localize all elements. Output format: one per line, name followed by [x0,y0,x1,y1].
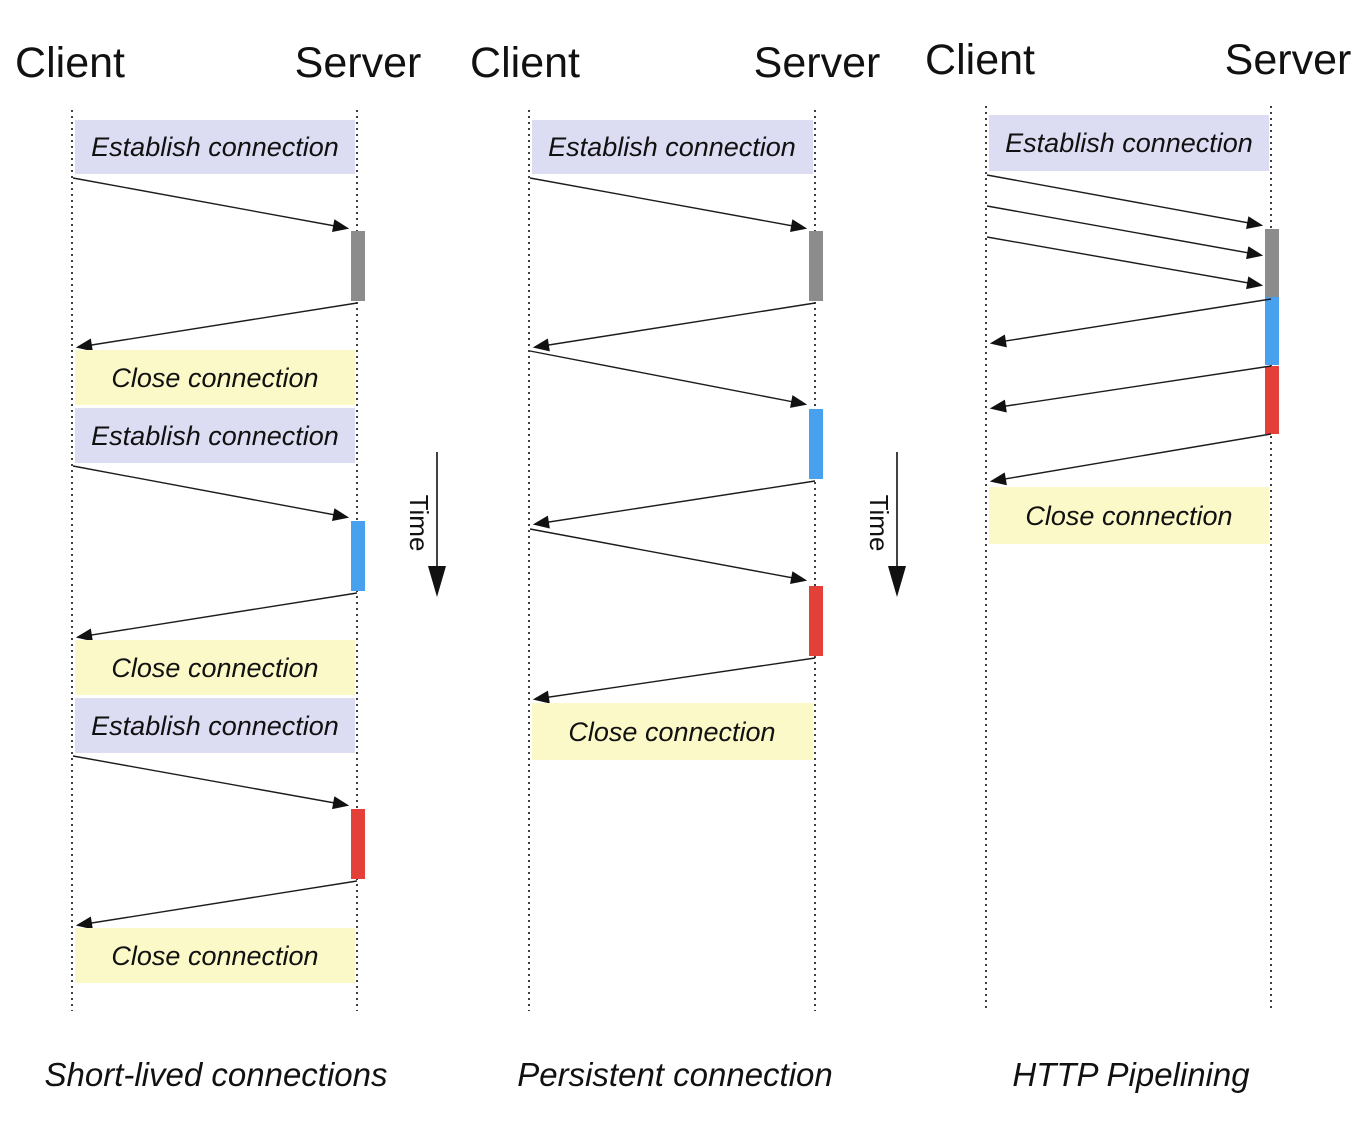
close-connection-box [75,928,355,983]
server-header: Server [754,39,881,87]
server-processing-bar-red [1265,366,1279,434]
close-connection-box [75,350,355,405]
establish-connection-label: Establish connection [548,132,796,162]
server-processing-bar-gray [1265,229,1279,297]
close-connection-label: Close connection [111,363,318,393]
response-arrow [989,365,1272,413]
establish-connection-label: Establish connection [91,132,339,162]
establish-connection-label: Establish connection [1005,128,1253,158]
establish-connection-box [989,115,1269,171]
request-arrow [986,205,1264,260]
close-connection-label: Close connection [111,941,318,971]
close-connection-box [75,640,355,695]
time-axis: Time [864,452,906,597]
establish-connection-label: Establish connection [91,421,339,451]
diagram-persistent-connection: Client Server Establish connection Close… [470,39,880,1093]
establish-connection-box [75,408,355,463]
diagram-caption: Short-lived connections [44,1056,387,1093]
diagram-short-lived-connections: Client Server Establish connection Close… [15,39,421,1093]
request-arrow [72,465,350,522]
time-arrowhead-icon [428,566,446,597]
server-processing-bar-blue [1265,297,1279,365]
close-connection-label: Close connection [568,717,775,747]
request-arrow [986,174,1264,230]
close-connection-box [532,703,813,760]
server-processing-bar-gray [351,231,365,301]
close-connection-label: Close connection [1025,501,1232,531]
response-arrow [532,302,816,352]
request-arrow [529,177,808,233]
response-arrow [532,657,816,704]
request-arrow [72,755,350,810]
close-connection-label: Close connection [111,653,318,683]
request-arrow [986,236,1264,290]
client-header: Client [470,39,580,87]
response-arrow [989,298,1272,348]
time-label: Time [864,495,894,552]
close-connection-box [989,487,1269,544]
diagram-caption: Persistent connection [517,1056,833,1093]
server-processing-bar-red [351,809,365,879]
establish-connection-box [75,698,355,753]
time-arrowhead-icon [888,566,906,597]
response-arrow [75,592,358,642]
request-arrow [72,177,350,233]
server-processing-bar-blue [809,409,823,479]
response-arrow [989,433,1272,486]
establish-connection-box [532,120,813,174]
request-arrow [529,528,808,585]
time-axis: Time [404,452,446,597]
server-processing-bar-red [809,586,823,656]
client-header: Client [15,39,125,87]
establish-connection-label: Establish connection [91,711,339,741]
request-arrow [529,350,808,408]
response-arrow [75,880,358,930]
server-processing-bar-gray [809,231,823,301]
diagram-caption: HTTP Pipelining [1012,1056,1250,1093]
server-processing-bar-blue [351,521,365,591]
diagram-http-pipelining: Client Server Establish connection Close… [925,36,1351,1093]
client-header: Client [925,36,1035,84]
establish-connection-box [75,120,355,174]
time-label: Time [404,495,434,552]
server-header: Server [1225,36,1352,84]
response-arrow [75,302,358,352]
server-header: Server [295,39,422,87]
response-arrow [532,480,816,529]
